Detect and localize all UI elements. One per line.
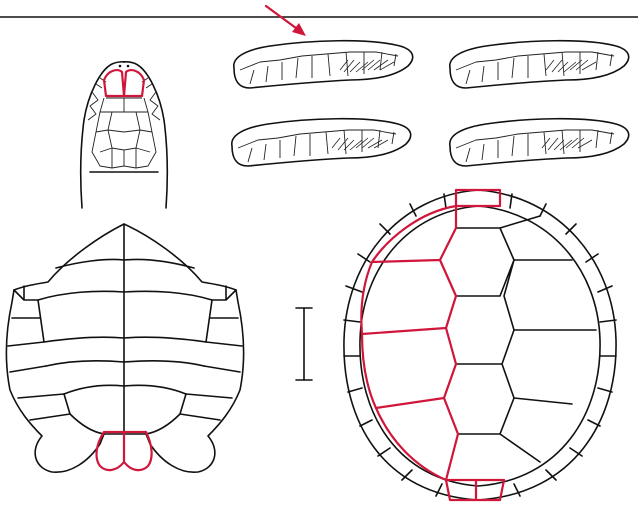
plastron-drawing <box>6 224 243 472</box>
scale-bar-icon <box>296 308 312 380</box>
head-dorsal-drawing <box>81 61 168 208</box>
carapace-drawing <box>344 190 616 500</box>
jaw-profile-1 <box>234 41 413 88</box>
jaw-profile-3 <box>232 119 411 166</box>
jaw-profile-4 <box>450 119 629 166</box>
pointer-arrow-icon <box>266 6 306 36</box>
jaw-profile-2 <box>450 41 629 88</box>
